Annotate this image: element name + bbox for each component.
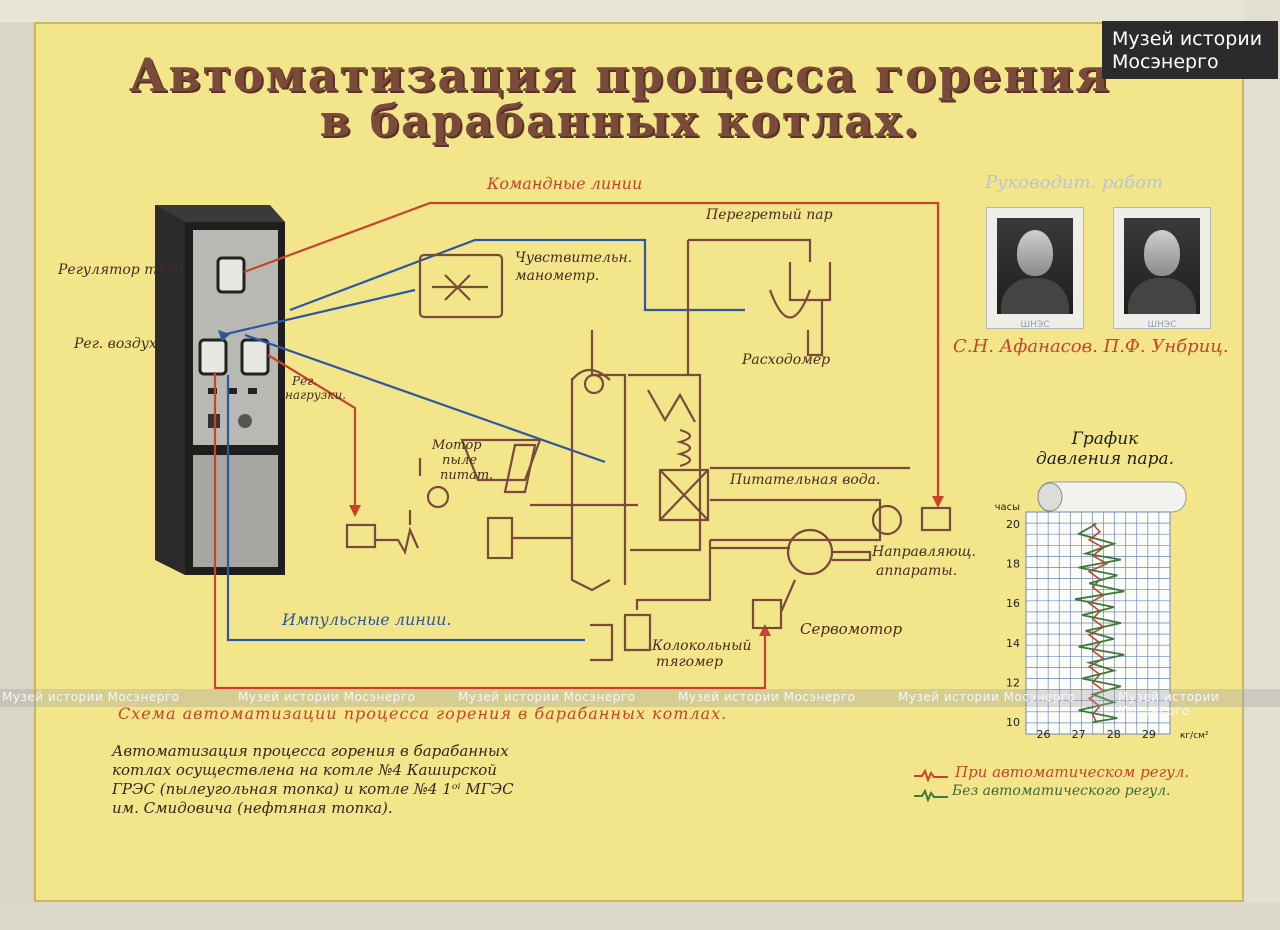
chart-y-tick-label: 16	[1006, 597, 1020, 610]
badge-line1: Музей истории	[1112, 28, 1263, 50]
motor-label-2: пыле	[442, 453, 477, 468]
flowmeter-label: Расходомер	[742, 352, 831, 368]
draft-gauge-label-1: Колокольный	[652, 638, 752, 654]
guide-apparatus-label-2: аппараты.	[876, 563, 958, 579]
chart-legend-auto: При автоматическом регул.	[955, 763, 1190, 781]
leaders-names: С.Н. Афанасов. П.Ф. Унбриц.	[953, 336, 1229, 357]
poster-title-line2: в барабанных котлах.	[319, 96, 921, 147]
chart-x-tick-label: 26	[1037, 728, 1051, 740]
frame-bottom	[0, 902, 1280, 930]
watermark-text: Музей истории Мосэнерго	[238, 690, 416, 704]
chart-x-tick-label: 28	[1107, 728, 1121, 740]
chart-y-tick-label: 12	[1006, 676, 1020, 689]
manometer-label-2: манометр.	[515, 268, 600, 284]
motor-label-1: Мотор	[432, 438, 482, 453]
chart-legend-manual: Без автоматического регул.	[952, 783, 1171, 799]
load-regulator-label-1: Рег.	[292, 374, 318, 388]
scheme-title: Схема автоматизации процесса горения в б…	[118, 704, 728, 723]
watermark-text: Музей истории Мосэнерго	[458, 690, 636, 704]
air-regulator-label: Рег. воздуха	[74, 336, 166, 352]
chart-y-tick-label: 10	[1006, 716, 1020, 729]
chart-series-line-1	[1087, 523, 1109, 723]
chart-ticks: часы 20 18 16 14 12 10 26 27 28 29 кг/см²	[995, 502, 1209, 740]
watermark-text: Музей истории Мосэнерго	[1118, 690, 1220, 718]
superheated-steam-label: Перегретый пар	[706, 207, 833, 223]
museum-badge: Музей истории Мосэнерго	[1102, 21, 1278, 79]
chart-title-1: График	[1071, 429, 1140, 449]
chart-y-tick-label: 20	[1006, 518, 1020, 531]
guide-apparatus-label-1: Направляющ.	[872, 544, 977, 560]
steam-pressure-chart: График давления пара. часы 20 18 16 14 12 10 26…	[995, 429, 1209, 740]
chart-y-tick-label: 14	[1006, 637, 1020, 650]
servomotor-label: Сервомотор	[800, 620, 903, 638]
chart-title-2: давления пара.	[1036, 449, 1174, 469]
feed-water-label: Питательная вода.	[730, 472, 881, 488]
chart-series-line-2	[1075, 523, 1125, 723]
chart-legend-swatch-manual	[914, 788, 948, 802]
leader-photo-2-tag: ШНЭС	[1147, 320, 1177, 330]
load-regulator-label-2: нагрузки.	[285, 388, 347, 402]
leader-photo-1: ШНЭС	[986, 207, 1084, 330]
command-arrowheads	[349, 496, 944, 636]
leader-photo-2: ШНЭС	[1113, 207, 1211, 330]
poster-caption: Автоматизация процесса горения в барабан…	[112, 742, 514, 817]
chart-x-axis-label: кг/см²	[1180, 731, 1209, 740]
draft-gauge-label-2: тягомер	[656, 654, 723, 670]
chart-y-axis-label: часы	[995, 502, 1020, 513]
poster-title-line1: Автоматизация процесса горения	[129, 48, 1111, 102]
boiler-drawing	[345, 238, 952, 662]
pulse-lines-label: Импульсные линии.	[282, 610, 452, 629]
frame-right	[1244, 0, 1280, 930]
museum-watermark-strip: Музей истории Мосэнерго Музей истории Мо…	[0, 689, 1280, 718]
chart-legend-swatch-auto	[914, 768, 948, 782]
pulse-lines	[221, 238, 745, 642]
draft-regulator-label: Регулятор тяги	[58, 262, 183, 278]
frame-top	[0, 0, 1280, 22]
command-lines	[213, 201, 940, 690]
chart-y-tick-label: 18	[1006, 558, 1020, 571]
watermark-text: Музей истории Мосэнерго	[678, 690, 856, 704]
command-lines-label: Командные линии	[487, 174, 643, 193]
chart-lines	[1075, 523, 1125, 723]
chart-scroll-end	[1037, 482, 1063, 512]
leaders-heading: Руководит. работ	[985, 172, 1164, 193]
watermark-text: Музей истории Мосэнерго	[898, 690, 1076, 704]
chart-x-tick-label: 27	[1072, 728, 1086, 740]
chart-x-tick-label: 29	[1142, 728, 1156, 740]
badge-line2: Мосэнерго	[1112, 51, 1219, 73]
pulse-arrowheads	[218, 330, 230, 342]
manometer-label-1: Чувствительн.	[515, 250, 633, 266]
watermark-text: Музей истории Мосэнерго	[2, 690, 180, 704]
leader-photo-1-tag: ШНЭС	[1020, 320, 1050, 330]
control-cabinet	[155, 205, 285, 575]
motor-label-3: питат.	[440, 468, 494, 483]
